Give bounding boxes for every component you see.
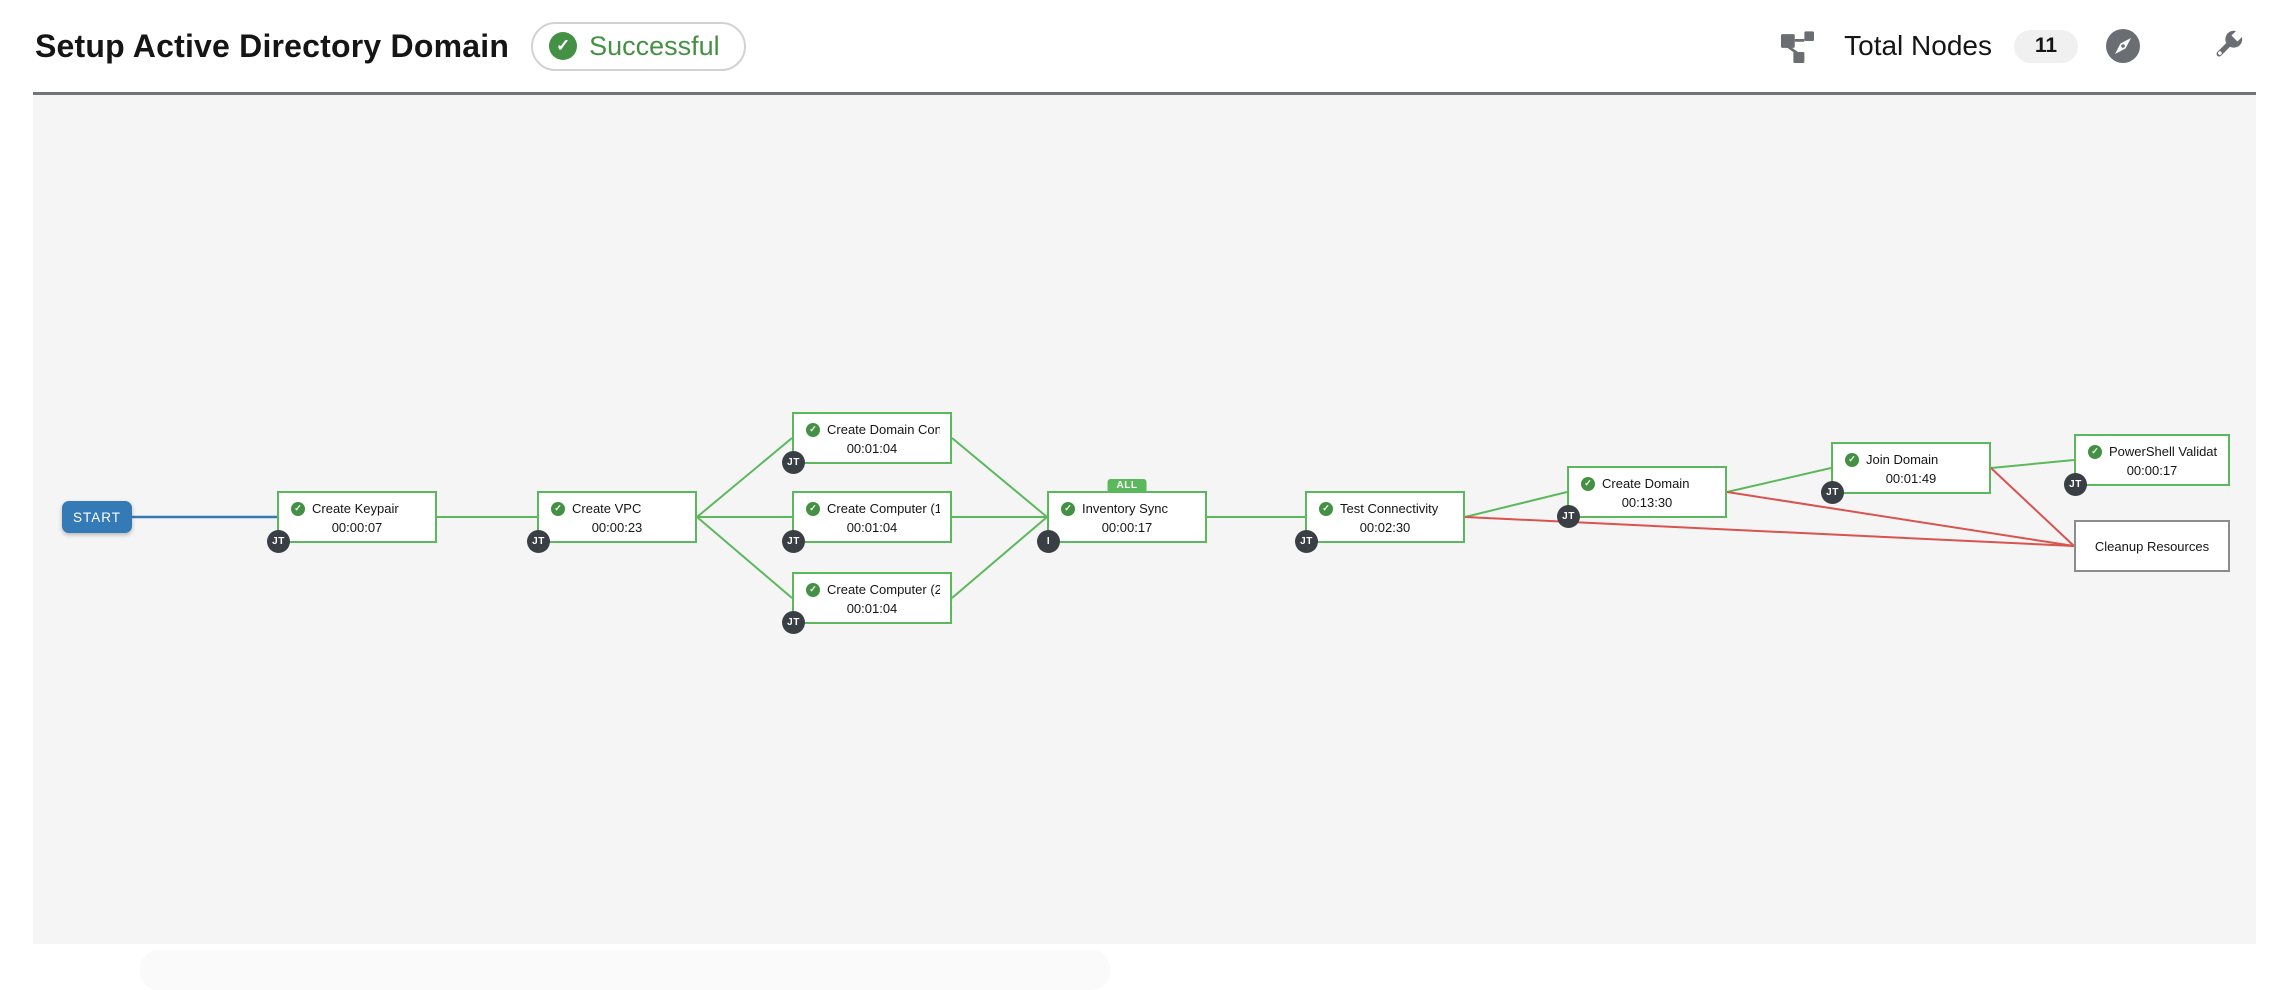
status-badge: ✓ Successful xyxy=(531,21,746,71)
header-divider xyxy=(33,92,2256,95)
node-title-row: ✓ Create Domain xyxy=(1581,476,1715,491)
workflow-start-node[interactable]: START xyxy=(62,501,132,533)
edge-create-domain-cleanup-resources xyxy=(1726,491,2075,547)
job-template-badge: JT xyxy=(782,530,805,553)
node-elapsed-time: 00:01:49 xyxy=(1885,471,1937,486)
node-label: Join Domain xyxy=(1866,452,1939,467)
node-label: Create Computer (2) xyxy=(827,582,940,597)
job-template-badge: JT xyxy=(267,530,290,553)
all-convergence-badge: ALL xyxy=(1107,479,1147,493)
node-title-row: ✓ Join Domain xyxy=(1845,452,1979,467)
page-title: Setup Active Directory Domain xyxy=(35,27,510,64)
success-check-icon: ✓ xyxy=(549,32,578,60)
node-elapsed-time: 00:00:17 xyxy=(2126,463,2178,478)
node-elapsed-time: 00:00:07 xyxy=(331,520,383,535)
success-check-icon: ✓ xyxy=(806,582,820,597)
node-label: Cleanup Resources xyxy=(2094,538,2210,554)
node-elapsed-time: 00:01:04 xyxy=(846,601,898,616)
success-check-icon: ✓ xyxy=(1845,452,1859,467)
edge-create-vpc-create-domain-controller xyxy=(696,437,793,518)
node-elapsed-time: 00:00:17 xyxy=(1101,520,1153,535)
inventory-source-badge: I xyxy=(1037,530,1060,553)
job-template-badge: JT xyxy=(782,451,805,474)
header-toolbar: Total Nodes 11 xyxy=(1781,27,2246,65)
edge-create-domain-controller-inventory-sync xyxy=(951,437,1048,518)
success-check-icon: ✓ xyxy=(2088,444,2102,459)
success-check-icon: ✓ xyxy=(1581,476,1595,491)
node-label: Inventory Sync xyxy=(1082,501,1168,516)
node-title-row: ✓ Create Computer (2) xyxy=(806,582,940,597)
node-elapsed-time: 00:01:04 xyxy=(846,520,898,535)
compass-button[interactable] xyxy=(2104,27,2142,65)
job-template-badge: JT xyxy=(1821,481,1844,504)
node-label: Create Computer (1) xyxy=(827,501,940,516)
node-label: Create VPC xyxy=(572,501,642,516)
node-label: Create Domain xyxy=(1602,476,1690,491)
node-label: Test Connectivity xyxy=(1340,501,1439,516)
compass-icon xyxy=(2104,27,2142,65)
wrench-icon xyxy=(2208,27,2246,65)
edge-create-domain-join-domain xyxy=(1726,467,1832,493)
total-nodes-icon xyxy=(1781,30,1815,63)
job-template-badge: JT xyxy=(1557,505,1580,528)
success-check-icon: ✓ xyxy=(291,501,305,516)
edge-create-vpc-create-computer-2 xyxy=(696,516,793,599)
success-check-icon: ✓ xyxy=(806,501,820,516)
node-elapsed-time: 00:01:04 xyxy=(846,441,898,456)
workflow-output-header: Setup Active Directory Domain ✓ Successf… xyxy=(0,0,2290,92)
node-title-row: ✓ PowerShell Validation xyxy=(2088,444,2218,459)
node-elapsed-time: 00:00:23 xyxy=(591,520,643,535)
node-title-row: ✓ Create Domain Contr... xyxy=(806,422,940,437)
node-elapsed-time: 00:13:30 xyxy=(1621,495,1673,510)
edge-create-computer-2-inventory-sync xyxy=(951,516,1048,599)
edge-join-domain-powershell-validation xyxy=(1990,459,2075,469)
success-check-icon: ✓ xyxy=(1319,501,1333,516)
workflow-node-cleanup-resources[interactable]: Cleanup Resources xyxy=(2074,520,2230,572)
cutoff-panel-shadow xyxy=(140,950,1110,990)
total-nodes-count-badge: 11 xyxy=(2014,29,2078,63)
workflow-edges-layer xyxy=(132,437,2075,599)
job-template-badge: JT xyxy=(1295,530,1318,553)
success-check-icon: ✓ xyxy=(551,501,565,516)
workflow-node-inventory-sync[interactable]: ✓ Inventory Sync 00:00:17 ALL I xyxy=(1037,479,1207,553)
node-title-row: ✓ Create Keypair xyxy=(291,501,425,516)
node-title-row: ✓ Inventory Sync xyxy=(1061,501,1195,516)
job-template-badge: JT xyxy=(2064,473,2087,496)
tools-button[interactable] xyxy=(2208,27,2246,65)
success-check-icon: ✓ xyxy=(1061,501,1075,516)
job-template-badge: JT xyxy=(527,530,550,553)
node-title-row: ✓ Create VPC xyxy=(551,501,685,516)
edge-join-domain-cleanup-resources xyxy=(1990,467,2075,547)
node-label: Create Keypair xyxy=(312,501,399,516)
node-title-row: ✓ Create Computer (1) xyxy=(806,501,940,516)
node-elapsed-time: 00:02:30 xyxy=(1359,520,1411,535)
success-check-icon: ✓ xyxy=(806,422,820,437)
node-label: Create Domain Contr... xyxy=(827,422,940,437)
node-title-row: ✓ Test Connectivity xyxy=(1319,501,1453,516)
job-template-badge: JT xyxy=(782,611,805,634)
edge-test-connectivity-create-domain xyxy=(1464,491,1568,518)
total-nodes-label: Total Nodes xyxy=(1844,30,1992,61)
node-label: PowerShell Validation xyxy=(2109,444,2218,459)
status-label: Successful xyxy=(589,30,720,61)
